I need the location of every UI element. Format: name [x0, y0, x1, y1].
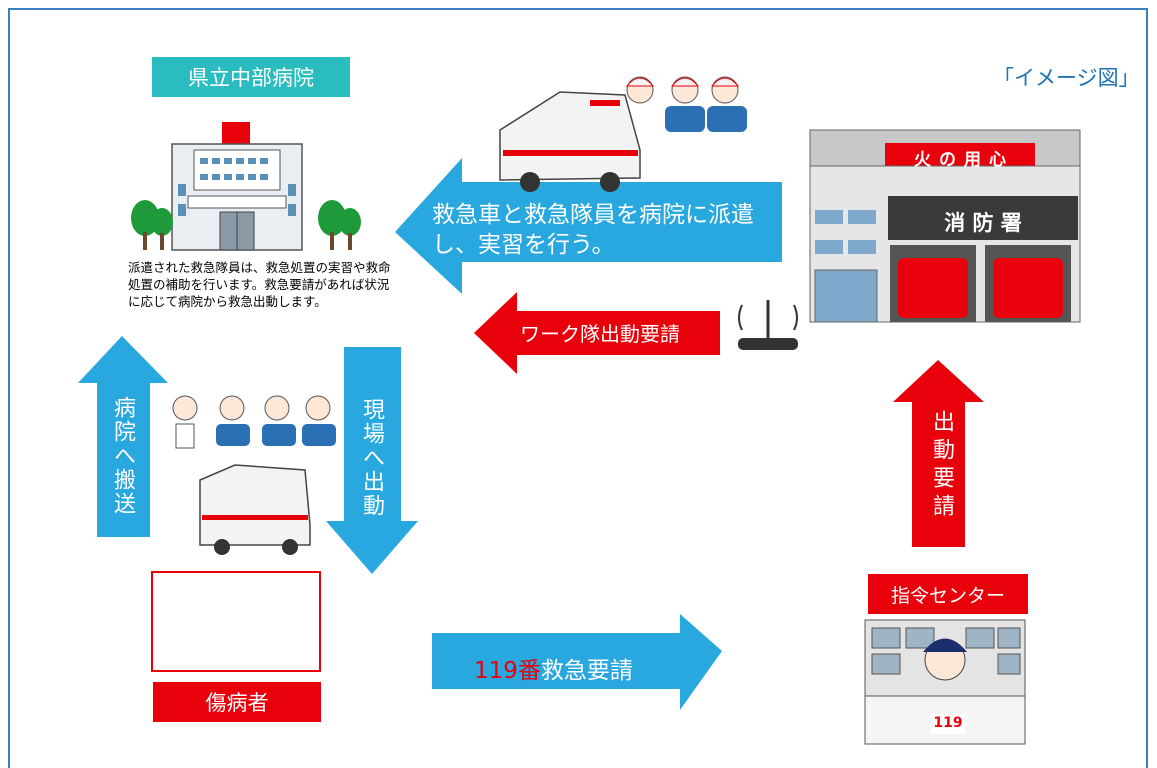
patient-label: 傷病者 — [153, 682, 321, 722]
command-center-label: 指令センター — [868, 574, 1028, 614]
work-request-text: ワーク隊出動要請 — [520, 322, 680, 346]
call-label: 救急要請 — [540, 658, 633, 684]
to-scene-arrow — [326, 347, 418, 574]
ambulance-bottom-icon — [199, 464, 311, 555]
work-request-arrow — [474, 292, 720, 374]
to-scene-text: 現場へ出動 — [359, 398, 384, 518]
fire-station-icon — [809, 129, 1081, 323]
image-caption: 「イメージ図」 — [993, 66, 1140, 90]
diagram-frame — [8, 8, 1148, 768]
dispatch-request-arrow — [893, 360, 984, 547]
hospital-building-icon — [131, 122, 361, 251]
dispatch-arrow — [395, 158, 782, 294]
call-arrow — [432, 614, 722, 710]
call-arrow-text: 119番救急要請 — [474, 651, 633, 685]
desk-number: 119 — [933, 715, 963, 731]
patient-image-box — [151, 571, 321, 672]
hospital-description: 派遣された救急隊員は、救急処置の実習や救命処置の補助を行います。救急要請があれば… — [128, 260, 391, 309]
crew-bottom-icon — [172, 395, 336, 449]
hospital-label: 県立中部病院 — [152, 57, 350, 97]
fire-station-sign: 消 防 署 — [944, 211, 1022, 235]
dispatch-request-text: 出動要請 — [929, 410, 954, 522]
to-hospital-arrow — [78, 336, 168, 537]
to-hospital-text: 病院へ搬送 — [110, 396, 135, 516]
radio-tower-icon — [738, 300, 798, 350]
crew-top-icon — [625, 76, 747, 132]
fire-station-sign-top: 火の用心 — [914, 150, 1014, 170]
ambulance-top-icon — [499, 91, 641, 192]
dispatch-arrow-text: 救急車と救急隊員を病院に派遣し、実習を行う。 — [432, 202, 754, 258]
call-number: 119番 — [474, 658, 541, 684]
command-center-icon — [864, 619, 1026, 745]
